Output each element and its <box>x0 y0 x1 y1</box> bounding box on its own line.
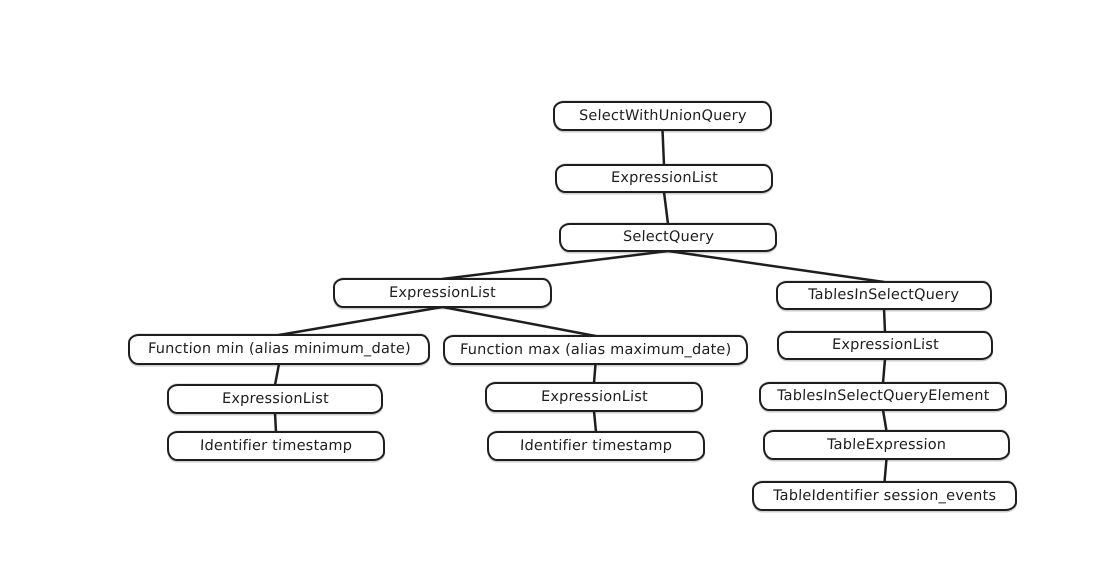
node-label: TablesInSelectQueryElement <box>776 388 990 405</box>
edge-functionMax-expressionList4 <box>592 362 597 385</box>
edge-tablesInSelectQuery-expressionList5 <box>882 307 887 334</box>
node-label: ExpressionList <box>831 337 939 354</box>
node-identifierTimestamp2: Identifier timestamp <box>487 431 705 461</box>
node-label: Function min (alias minimum_date) <box>147 341 411 358</box>
node-label: SelectWithUnionQuery <box>578 107 747 124</box>
node-expressionList4: ExpressionList <box>485 382 703 412</box>
node-label: ExpressionList <box>540 388 648 405</box>
node-label: ExpressionList <box>221 390 329 407</box>
node-expressionList1: ExpressionList <box>555 164 773 193</box>
edge-expressionList4-identifierTimestamp2 <box>592 409 598 434</box>
edge-tableExpression-tableIdentifier <box>883 457 888 484</box>
node-label: Function max (alias maximum_date) <box>459 341 732 358</box>
node-tablesInSelectQueryElement: TablesInSelectQueryElement <box>759 382 1007 411</box>
node-label: SelectQuery <box>622 229 714 246</box>
node-label: TablesInSelectQuery <box>808 287 960 304</box>
node-tableExpression: TableExpression <box>763 430 1010 460</box>
node-label: ExpressionList <box>388 284 497 301</box>
node-label: ExpressionList <box>610 170 718 187</box>
node-label: TableExpression <box>826 436 947 453</box>
node-tableIdentifier: TableIdentifier session_events <box>752 481 1017 511</box>
node-label: Identifier timestamp <box>199 437 353 454</box>
edge-expressionList2-functionMax <box>441 305 597 338</box>
edge-selectQuery-tablesInSelectQuery <box>666 249 886 284</box>
node-label: Identifier timestamp <box>519 437 673 454</box>
edge-selectWithUnionQuery-expressionList1 <box>661 128 666 167</box>
node-expressionList2: ExpressionList <box>333 278 552 308</box>
edge-tablesInSelectQueryElement-tableExpression <box>881 408 888 433</box>
edge-selectQuery-expressionList2 <box>441 249 670 281</box>
edge-expressionList2-functionMin <box>277 305 444 337</box>
node-tablesInSelectQuery: TablesInSelectQuery <box>776 281 992 310</box>
edge-expressionList3-identifierTimestamp1 <box>273 411 278 434</box>
node-selectWithUnionQuery: SelectWithUnionQuery <box>553 101 772 131</box>
edge-expressionList1-selectQuery <box>662 190 670 226</box>
node-expressionList5: ExpressionList <box>777 331 993 360</box>
edge-functionMin-expressionList3 <box>273 362 281 387</box>
node-functionMax: Function max (alias maximum_date) <box>443 335 748 365</box>
node-functionMin: Function min (alias minimum_date) <box>128 334 430 365</box>
node-expressionList3: ExpressionList <box>167 384 383 414</box>
node-label: TableIdentifier session_events <box>772 487 997 504</box>
node-selectQuery: SelectQuery <box>559 223 777 252</box>
node-identifierTimestamp1: Identifier timestamp <box>167 431 385 461</box>
edge-expressionList5-tablesInSelectQueryElement <box>881 357 887 385</box>
